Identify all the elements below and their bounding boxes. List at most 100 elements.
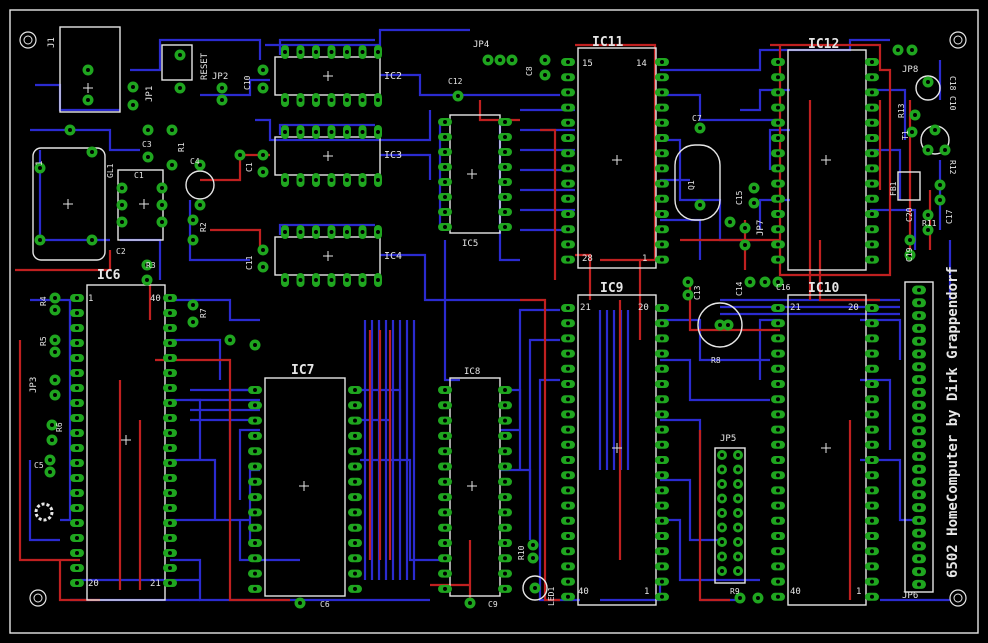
pad-drill bbox=[170, 163, 174, 167]
pad-drill bbox=[503, 120, 507, 124]
pad-drill bbox=[75, 386, 79, 390]
r4-label: R4 bbox=[39, 296, 48, 306]
r7-label: R7 bbox=[199, 308, 208, 318]
pad-drill bbox=[283, 178, 287, 182]
pad-drill bbox=[660, 60, 664, 64]
pad-drill bbox=[131, 103, 135, 107]
pad-drill bbox=[168, 551, 172, 555]
pad-drill bbox=[503, 418, 507, 423]
pad-drill bbox=[870, 518, 874, 523]
pad-drill bbox=[443, 525, 447, 530]
pad-drill bbox=[566, 212, 570, 216]
pad-drill bbox=[353, 479, 357, 484]
jp4-label: JP4 bbox=[473, 40, 489, 50]
pad-drill bbox=[353, 571, 357, 576]
pad-drill bbox=[917, 441, 921, 446]
pad-drill bbox=[660, 382, 664, 386]
pad-drill bbox=[498, 58, 502, 62]
c18-outline bbox=[915, 75, 941, 101]
r5-label: R5 bbox=[39, 336, 48, 346]
pad-drill bbox=[168, 311, 172, 315]
c17-label: C17 bbox=[945, 209, 954, 224]
pad-drill bbox=[503, 541, 507, 545]
pad-drill bbox=[917, 582, 921, 587]
pad-drill bbox=[329, 98, 334, 102]
ic6-pin20: 20 bbox=[88, 579, 99, 589]
pad-drill bbox=[743, 226, 747, 230]
pad-drill bbox=[870, 166, 874, 171]
pad-drill bbox=[168, 296, 172, 300]
pad-drill bbox=[503, 464, 507, 469]
pad-drill bbox=[776, 366, 780, 371]
mounting-hole bbox=[949, 31, 967, 49]
pad-drill bbox=[314, 50, 318, 54]
pad-drill bbox=[376, 130, 380, 134]
c19-label: C19 bbox=[905, 247, 914, 262]
pad-drill bbox=[870, 473, 874, 478]
pad-drill bbox=[776, 181, 780, 186]
pad-drill bbox=[191, 238, 195, 242]
pad-drill bbox=[660, 442, 664, 447]
pad-drill bbox=[660, 534, 664, 538]
pad-drill bbox=[870, 549, 874, 554]
jp6-outline bbox=[904, 281, 934, 593]
pad-drill bbox=[660, 518, 664, 523]
ic10-pin20: 20 bbox=[848, 303, 859, 313]
pad-drill bbox=[261, 265, 265, 269]
pad-drill bbox=[443, 571, 447, 576]
pad-drill bbox=[660, 427, 664, 432]
pad-drill bbox=[870, 351, 874, 356]
ic9-pin20: 20 bbox=[638, 303, 649, 313]
pad-drill bbox=[345, 130, 349, 134]
jp6-label: JP6 bbox=[902, 591, 918, 601]
pad-drill bbox=[253, 433, 257, 438]
pad-drill bbox=[870, 212, 874, 216]
pad-drill bbox=[870, 594, 874, 599]
pad-drill bbox=[776, 412, 780, 417]
pad-drill bbox=[168, 566, 172, 570]
pad-drill bbox=[566, 351, 570, 356]
pad-drill bbox=[870, 458, 874, 462]
ic10-pin1: 1 bbox=[856, 587, 861, 597]
pad-drill bbox=[168, 581, 172, 585]
pad-drill bbox=[870, 181, 874, 186]
pad-drill bbox=[660, 306, 664, 310]
c15-label: C15 bbox=[735, 190, 744, 205]
pad-drill bbox=[261, 68, 265, 72]
pad-drill bbox=[353, 541, 357, 545]
r1-label: R1 bbox=[177, 142, 186, 152]
c9-label: C9 bbox=[488, 600, 498, 609]
ic2-label: IC2 bbox=[384, 71, 402, 82]
c7-label: C7 bbox=[692, 114, 702, 123]
c3-label: C3 bbox=[142, 140, 152, 149]
ic11-label: IC11 bbox=[592, 35, 623, 50]
reset-switch-outline bbox=[161, 44, 193, 81]
pad-drill bbox=[298, 278, 303, 282]
pad-drill bbox=[443, 464, 447, 469]
ic9-label: IC9 bbox=[600, 281, 623, 296]
pad-drill bbox=[531, 556, 535, 560]
pad-drill bbox=[503, 433, 507, 438]
pad-drill bbox=[870, 397, 874, 402]
pad-drill bbox=[120, 220, 124, 224]
pad-drill bbox=[253, 541, 257, 545]
pad-drill bbox=[75, 371, 79, 375]
pad-drill bbox=[686, 293, 690, 297]
r13-label: R13 bbox=[897, 103, 906, 118]
led1-outline bbox=[522, 575, 548, 601]
r8-outline bbox=[697, 302, 743, 348]
pad-drill bbox=[53, 350, 57, 354]
pad-drill bbox=[660, 212, 664, 216]
pad-drill bbox=[660, 503, 664, 508]
pad-drill bbox=[566, 136, 570, 140]
pad-drill bbox=[261, 153, 265, 157]
pad-drill bbox=[503, 449, 507, 454]
pad-drill bbox=[75, 341, 79, 345]
ic12-label: IC12 bbox=[808, 37, 839, 52]
pad-drill bbox=[776, 105, 780, 110]
gl1-outline bbox=[32, 147, 106, 261]
pad-drill bbox=[443, 225, 447, 229]
pad-drill bbox=[253, 479, 257, 484]
pad-drill bbox=[566, 306, 570, 310]
